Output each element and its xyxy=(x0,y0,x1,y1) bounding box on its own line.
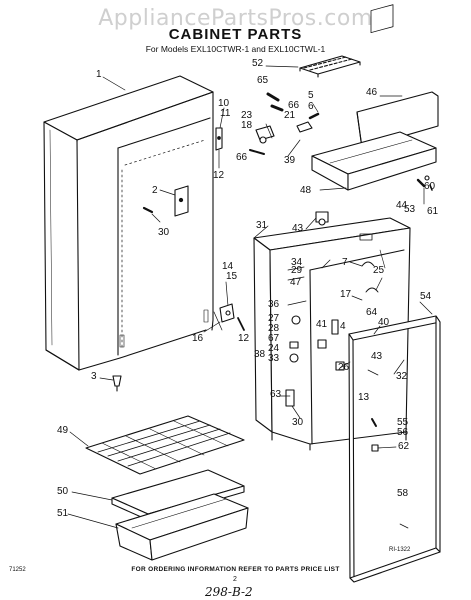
freezer-door-part-46 xyxy=(356,4,439,149)
reference-code: RI-1322 xyxy=(389,547,411,553)
callout: 66 xyxy=(288,100,300,111)
callout: 24 xyxy=(268,343,280,354)
callout: 33 xyxy=(268,353,280,364)
callout: 14 xyxy=(222,261,234,272)
callout: 51 xyxy=(57,508,69,519)
door-gasket-frame xyxy=(348,301,441,583)
outer-cabinet xyxy=(43,75,214,371)
crisper-drawer-part-51 xyxy=(67,493,249,561)
callout: 34 xyxy=(291,257,303,268)
callout: 53 xyxy=(404,204,416,215)
lower-hinge-parts xyxy=(203,281,245,333)
callout: 32 xyxy=(396,371,408,382)
callout: 21 xyxy=(284,110,296,121)
callout: 52 xyxy=(252,58,264,69)
callout: 66 xyxy=(236,152,248,163)
callout: 50 xyxy=(57,486,69,497)
callout: 54 xyxy=(420,291,432,302)
callout: 36 xyxy=(268,299,280,310)
callout: 63 xyxy=(270,389,282,400)
callout: 27 xyxy=(268,313,280,324)
callout: 43 xyxy=(371,351,383,362)
callout: 16 xyxy=(192,333,204,344)
callout: 25 xyxy=(373,265,385,276)
callout: 46 xyxy=(366,87,378,98)
callout: 1 xyxy=(96,69,102,80)
callout: 39 xyxy=(284,155,296,166)
screw-part-30 xyxy=(142,206,154,214)
callout: 47 xyxy=(290,277,302,288)
leveling-leg-part-3 xyxy=(112,375,122,392)
callout: 48 xyxy=(300,185,312,196)
callout: 31 xyxy=(256,220,268,231)
callout: 3 xyxy=(91,371,97,382)
callout: 58 xyxy=(397,488,409,499)
callout: 13 xyxy=(358,392,370,403)
watermark: AppliancePartsPros.com xyxy=(98,6,373,31)
callout: 28 xyxy=(268,323,280,334)
page-title: CABINET PARTS xyxy=(168,26,303,43)
leaders-right xyxy=(253,217,405,419)
callout: 64 xyxy=(366,307,378,318)
freezer-shelf-part-48 xyxy=(311,131,437,191)
callout: 30 xyxy=(158,227,170,238)
callout: 40 xyxy=(378,317,390,328)
callout: 2 xyxy=(152,185,158,196)
callout: 15 xyxy=(226,271,238,282)
callout: 4 xyxy=(340,321,346,332)
upper-small-parts xyxy=(249,92,320,157)
doc-code: 71252 xyxy=(9,567,26,573)
callout: 67 xyxy=(268,333,280,344)
callout: 30 xyxy=(292,417,304,428)
callout: 26 xyxy=(338,362,350,373)
strip-part-62 xyxy=(371,444,397,452)
page-number: 2 xyxy=(233,576,237,583)
callout: 55 xyxy=(397,417,409,428)
callout: 44 xyxy=(396,200,408,211)
callout: 12 xyxy=(213,170,225,181)
callout: 29 xyxy=(291,265,303,276)
callout: 5 xyxy=(308,90,314,101)
callout: 11 xyxy=(220,108,231,119)
hinge-parts xyxy=(215,107,225,169)
callout: 10 xyxy=(218,98,230,109)
callout: 61 xyxy=(427,206,439,217)
wire-shelf-part-49 xyxy=(69,415,245,475)
handwritten-note: 298-B-2 xyxy=(205,585,253,599)
callout: 43 xyxy=(292,223,304,234)
leaders-left xyxy=(99,76,176,381)
bracket-part-2 xyxy=(174,185,189,217)
callout: 60 xyxy=(424,181,436,192)
callout: 38 xyxy=(254,349,266,360)
callout: 6 xyxy=(308,101,314,112)
inner-liner-part-31 xyxy=(253,211,411,451)
latch-parts xyxy=(416,175,433,205)
callout: 56 xyxy=(397,427,409,438)
callout: 65 xyxy=(257,75,269,86)
callout: 12 xyxy=(238,333,250,344)
callout: 23 xyxy=(241,110,253,121)
model-subtitle: For Models EXL10CTWR-1 and EXL10CTWL-1 xyxy=(145,44,326,54)
callout: 7 xyxy=(342,257,348,268)
footer-note: FOR ORDERING INFORMATION REFER TO PARTS … xyxy=(131,566,340,573)
callout: 49 xyxy=(57,425,69,436)
callout: 17 xyxy=(340,289,352,300)
ice-tray-part-52 xyxy=(265,55,361,78)
callout: 18 xyxy=(241,120,253,131)
callout: 62 xyxy=(398,441,410,452)
callout: 41 xyxy=(316,319,328,330)
